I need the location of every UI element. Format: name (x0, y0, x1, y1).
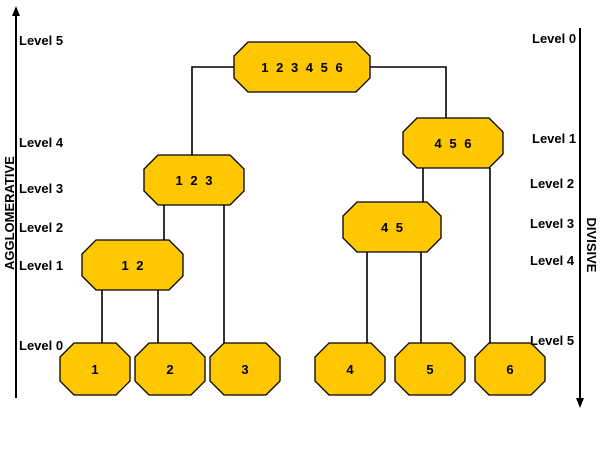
agglomerative-arrow (12, 6, 20, 398)
edge-root-left (191, 66, 236, 155)
right-level-1: Level 1 (532, 131, 577, 146)
right-level-4: Level 4 (530, 253, 575, 268)
left-level-0: Level 0 (19, 338, 64, 353)
tree-connectors (101, 66, 491, 343)
cluster-node-label: 1 2 3 4 5 6 (261, 60, 342, 75)
cluster-node-shape (394, 342, 466, 396)
divisive-arrow (576, 28, 584, 408)
cluster-node-shape (342, 201, 442, 253)
cluster-node-shape (233, 41, 371, 93)
left-level-3: Level 3 (19, 181, 64, 196)
cluster-node-4: 4 (314, 342, 386, 396)
cluster-node-label: 2 (166, 362, 173, 377)
cluster-node-label: 1 2 3 (176, 173, 213, 188)
cluster-node-5: 5 (394, 342, 466, 396)
cluster-node-123456: 1 2 3 4 5 6 (233, 41, 371, 93)
right-level-5: Level 5 (530, 333, 575, 348)
cluster-node-label: 1 2 (121, 258, 143, 273)
cluster-node-shape (209, 342, 281, 396)
cluster-node-label: 4 5 6 (435, 136, 472, 151)
cluster-node-shape (402, 117, 504, 169)
edge-root-right (370, 66, 447, 118)
left-level-4: Level 4 (19, 135, 64, 150)
cluster-node-shape (474, 342, 546, 396)
cluster-node-456: 4 5 6 (402, 117, 504, 169)
cluster-node-12: 1 2 (81, 239, 184, 291)
cluster-node-shape (143, 154, 245, 206)
agglomerative-label: AGGLOMERATIVE (2, 156, 17, 270)
cluster-node-shape (59, 342, 131, 396)
left-level-1: Level 1 (19, 258, 64, 273)
cluster-node-123: 1 2 3 (143, 154, 245, 206)
cluster-node-45: 4 5 (342, 201, 442, 253)
cluster-node-label: 5 (426, 362, 433, 377)
cluster-node-6: 6 (474, 342, 546, 396)
cluster-node-label: 4 (346, 362, 354, 377)
cluster-node-3: 3 (209, 342, 281, 396)
cluster-node-shape (314, 342, 386, 396)
cluster-node-label: 6 (506, 362, 513, 377)
cluster-node-label: 3 (241, 362, 248, 377)
cluster-node-shape (134, 342, 206, 396)
node-layer: 1 2 3 4 5 6 4 5 6 1 2 3 4 5 1 2 1 2 3 4 5 6 (59, 41, 546, 396)
cluster-node-label: 1 (91, 362, 98, 377)
right-level-3: Level 3 (530, 216, 575, 231)
right-level-0: Level 0 (532, 31, 577, 46)
cluster-node-label: 4 5 (381, 220, 403, 235)
cluster-node-shape (81, 239, 184, 291)
cluster-node-2: 2 (134, 342, 206, 396)
left-level-5: Level 5 (19, 33, 64, 48)
right-level-2: Level 2 (530, 176, 575, 191)
cluster-node-1: 1 (59, 342, 131, 396)
left-level-2: Level 2 (19, 220, 64, 235)
divisive-label: DIVISIVE (584, 217, 599, 273)
